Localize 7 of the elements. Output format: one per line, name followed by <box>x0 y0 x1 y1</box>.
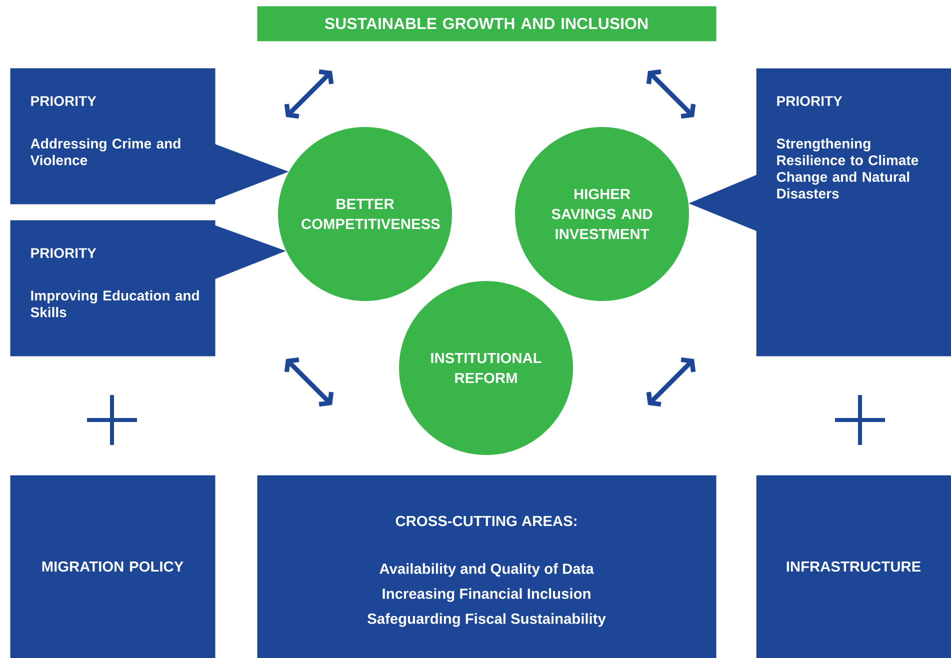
policy-box: INFRASTRUCTURE <box>756 475 951 658</box>
cross-cutting-box: CROSS-CUTTING AREAS: Availability and Quality of Data Increasing Financial Inclusion Safeguarding Fiscal Sustainability <box>257 475 716 658</box>
priority-box: PRIORITY Addressing Crime and Violence <box>10 68 216 204</box>
priority-box: PRIORITY Improving Education and Skills <box>10 220 216 356</box>
title-banner: SUSTAINABLE GROWTH AND INCLUSION <box>257 6 716 42</box>
priority-box: PRIORITY Strengthening Resilience to Climate Change and Natural Disasters <box>756 68 951 356</box>
policy-box: MIGRATION POLICY <box>10 475 216 658</box>
